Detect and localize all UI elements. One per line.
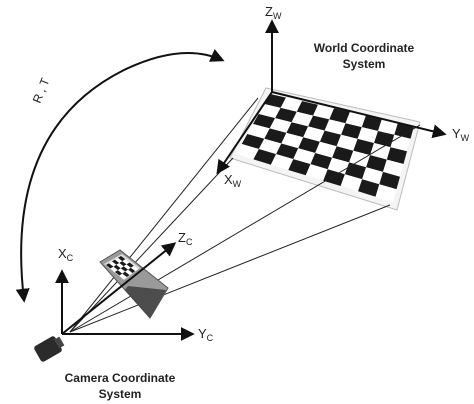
checker-square [270, 154, 294, 170]
camera-x-label: XC [58, 246, 74, 263]
checker-square [291, 111, 314, 127]
checker-square [247, 124, 270, 139]
world-axes [216, 19, 447, 175]
checker-square [305, 164, 328, 181]
world-z-label: ZW [265, 4, 282, 21]
projection-ray [69, 204, 391, 333]
checker-square [236, 144, 259, 160]
checker-square [353, 138, 374, 156]
rt-label: R , T [30, 75, 53, 105]
camera-system-title: Camera Coordinate [65, 371, 176, 385]
checker-square [345, 111, 366, 128]
checker-square [383, 159, 404, 177]
checker-square [358, 179, 380, 197]
world-system-title: World Coordinate [314, 41, 415, 55]
world-y-axis [271, 91, 447, 139]
checker-square [280, 97, 302, 112]
checker-square [315, 141, 337, 158]
world-x-axis [216, 91, 273, 175]
checker-square [264, 94, 286, 108]
checker-square [298, 137, 320, 153]
checker-square [241, 134, 265, 149]
rotation-translation-arrow [15, 49, 225, 303]
checker-square [357, 127, 378, 143]
checker-square [288, 159, 311, 176]
checker-square [253, 114, 276, 129]
checker-square [275, 107, 297, 123]
checker-square [264, 128, 287, 144]
checker-square [370, 143, 391, 160]
world-system-subtitle: System [343, 57, 386, 71]
checker-square [281, 132, 304, 149]
checker-square [276, 143, 299, 160]
checker-square [349, 150, 371, 168]
camera-system-subtitle: System [99, 387, 142, 401]
checker-square [319, 130, 342, 147]
checker-square [361, 115, 382, 131]
checker-square [386, 147, 407, 164]
checker-square [332, 146, 354, 163]
camera-y-label: YC [198, 326, 214, 343]
checker-square [375, 184, 397, 202]
projection-ray [69, 97, 259, 333]
checker-square [258, 104, 281, 119]
camera-z-label: ZC [178, 230, 193, 247]
checker-square [303, 126, 325, 142]
checker-square [253, 149, 277, 165]
checker-square [258, 138, 282, 155]
checker-square [366, 155, 387, 172]
checker-square [341, 123, 362, 139]
checker-square [308, 115, 330, 131]
checker-square [313, 104, 334, 120]
checker-square [340, 174, 363, 192]
camera [34, 249, 169, 362]
checker-square [269, 118, 292, 133]
world-y-label: YW [452, 126, 470, 143]
checker-square [336, 134, 358, 151]
checker-square [323, 169, 345, 186]
checker-square [324, 119, 346, 135]
checker-square [286, 122, 309, 138]
checker-square [378, 118, 398, 135]
checker-square [296, 101, 318, 116]
checker-square [293, 148, 316, 165]
camera-body-icon [34, 336, 62, 362]
checker-square [379, 171, 400, 190]
checker-square [329, 108, 350, 124]
checker-square [362, 167, 383, 185]
checker-square [310, 153, 333, 170]
world-x-label: XW [224, 172, 242, 189]
checkerboard [229, 87, 421, 211]
